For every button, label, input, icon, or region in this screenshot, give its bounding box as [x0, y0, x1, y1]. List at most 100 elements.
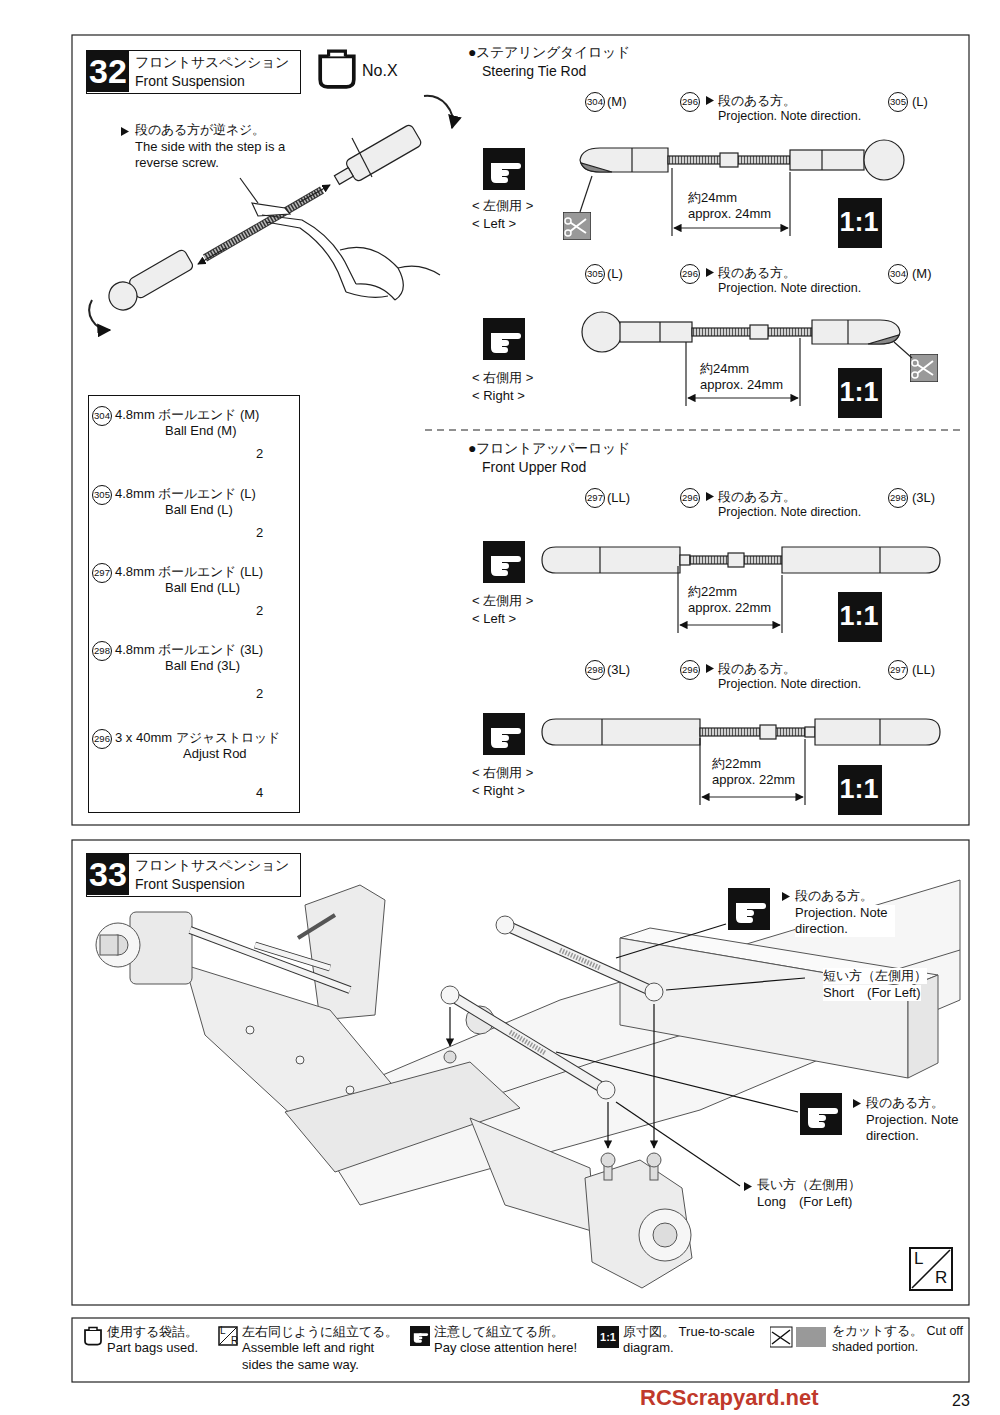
- note-text: Projection. Note direction.: [718, 281, 861, 296]
- rod-drawing: [677, 566, 678, 633]
- legend-icon: [770, 1326, 828, 1348]
- rod-drawing: [631, 148, 632, 172]
- rod-drawing: [581, 163, 612, 172]
- side-label: < 左側用 >: [472, 593, 533, 609]
- callout-number: 305: [92, 485, 112, 505]
- callout-number: 297: [888, 660, 908, 680]
- legend-text: をカットする。 Cut off shaded portion.: [832, 1324, 966, 1355]
- rod-drawing: [580, 176, 592, 212]
- part-name: 3 x 40mm アジャストロッド: [115, 730, 280, 746]
- rod-drawing: [760, 725, 776, 739]
- section-title: ●ステアリングタイロッド: [468, 44, 630, 61]
- chassis-illustration: [450, 995, 606, 1090]
- scale-badge: 1:1: [838, 198, 882, 248]
- step-header: 33フロントサスペンションFront Suspension: [86, 853, 301, 897]
- note-text: The side with the step is a reverse scre…: [135, 139, 293, 171]
- rod-drawing: [879, 719, 880, 745]
- scale-text: 1:1: [838, 368, 880, 416]
- rod-drawing: [582, 312, 938, 406]
- part-type: (M): [607, 94, 627, 110]
- scale-text: 1:1: [838, 765, 880, 813]
- pointer-triangle: [744, 1182, 752, 1191]
- legend-swatch: [410, 1326, 430, 1348]
- part-type: (3L): [607, 662, 630, 678]
- chassis-illustration: [300, 880, 960, 1205]
- legend-icon: [410, 1326, 430, 1346]
- part-quantity: 2: [256, 603, 263, 619]
- rod-drawing: [864, 140, 904, 180]
- side-label: < Right >: [472, 388, 525, 404]
- rod-drawing: [620, 322, 692, 342]
- pliers-illustration: [128, 248, 194, 299]
- part-quantity: 2: [256, 525, 263, 541]
- callout-number: 296: [680, 660, 700, 680]
- attention-icon: [483, 713, 525, 755]
- callout-number: 298: [888, 488, 908, 508]
- callout-number: 305: [585, 264, 605, 284]
- chassis-illustration: [597, 1081, 615, 1099]
- dimension: 約24mm: [700, 361, 749, 377]
- chassis-illustration: [255, 945, 330, 968]
- callout-number: 296: [680, 92, 700, 112]
- legend-icon: [83, 1326, 103, 1348]
- callout-number: 304: [92, 406, 112, 426]
- legend-text: 注意して組立てる所。 Pay close attention here!: [434, 1324, 586, 1357]
- chassis-illustration: [560, 950, 600, 968]
- chassis-illustration: [510, 1032, 545, 1053]
- note-text: 段のある方が逆ネジ。: [135, 122, 265, 138]
- part-name: Adjust Rod: [183, 746, 247, 762]
- rod-drawing: [799, 338, 800, 406]
- pliers-illustration: [300, 185, 330, 202]
- chassis-illustration: [441, 986, 459, 1004]
- part-name: Ball End (L): [165, 502, 233, 518]
- section-title: Front Upper Rod: [482, 459, 586, 476]
- pliers-illustration: [356, 284, 395, 300]
- callout-number: 296: [92, 729, 112, 749]
- chassis-illustration: [496, 916, 514, 934]
- rod-drawing: [812, 320, 900, 344]
- legend-swatch: [83, 1326, 103, 1348]
- chassis-illustration: [346, 1086, 354, 1094]
- leader-line: [616, 924, 726, 958]
- callout-number: 296: [680, 264, 700, 284]
- side-label: < Left >: [472, 216, 516, 232]
- rod-drawing: [781, 575, 782, 633]
- bag-icon: [320, 51, 354, 87]
- chassis-illustration: [246, 1026, 254, 1034]
- callout-number: 298: [585, 660, 605, 680]
- part-quantity: 2: [256, 446, 263, 462]
- note-text: Projection. Note direction.: [795, 905, 895, 937]
- rod-drawing: [720, 153, 738, 167]
- scale-text: 1:1: [838, 198, 880, 246]
- legend-icon: [410, 1326, 430, 1348]
- chassis-illustration: [296, 1056, 304, 1064]
- assembly-arrow: [449, 1007, 450, 1046]
- side-label: < 右側用 >: [472, 370, 533, 386]
- part-name: 4.8mm ボールエンド (L): [115, 486, 256, 502]
- chassis-illustration: [620, 938, 908, 1078]
- rod-drawing: [789, 172, 790, 236]
- step-panel: [72, 35, 969, 825]
- legend-icon: [597, 1326, 619, 1348]
- note-text: Projection. Note direction.: [866, 1112, 962, 1144]
- rod-drawing: [728, 553, 744, 567]
- pliers-illustration: [340, 247, 403, 300]
- chassis-illustration: [255, 945, 330, 968]
- icon-letter: 1:1: [597, 1326, 619, 1348]
- callout-number: 297: [585, 488, 605, 508]
- rod-drawing: [702, 796, 803, 797]
- legend-icon: [772, 1330, 790, 1344]
- step-number: 33: [87, 854, 129, 895]
- rod-drawing: [688, 397, 798, 398]
- side-label: < 左側用 >: [472, 198, 533, 214]
- step-title: フロントサスペンション: [135, 54, 289, 71]
- rod-drawing: [659, 322, 660, 342]
- legend-icon: [770, 1327, 792, 1347]
- legend-swatch: [770, 1326, 828, 1348]
- legend-icon: [85, 1328, 101, 1345]
- left-right-icon: [912, 1250, 950, 1288]
- step-panel: [72, 1318, 969, 1382]
- icon-letter: R: [231, 1335, 238, 1347]
- rod-drawing: [582, 312, 622, 352]
